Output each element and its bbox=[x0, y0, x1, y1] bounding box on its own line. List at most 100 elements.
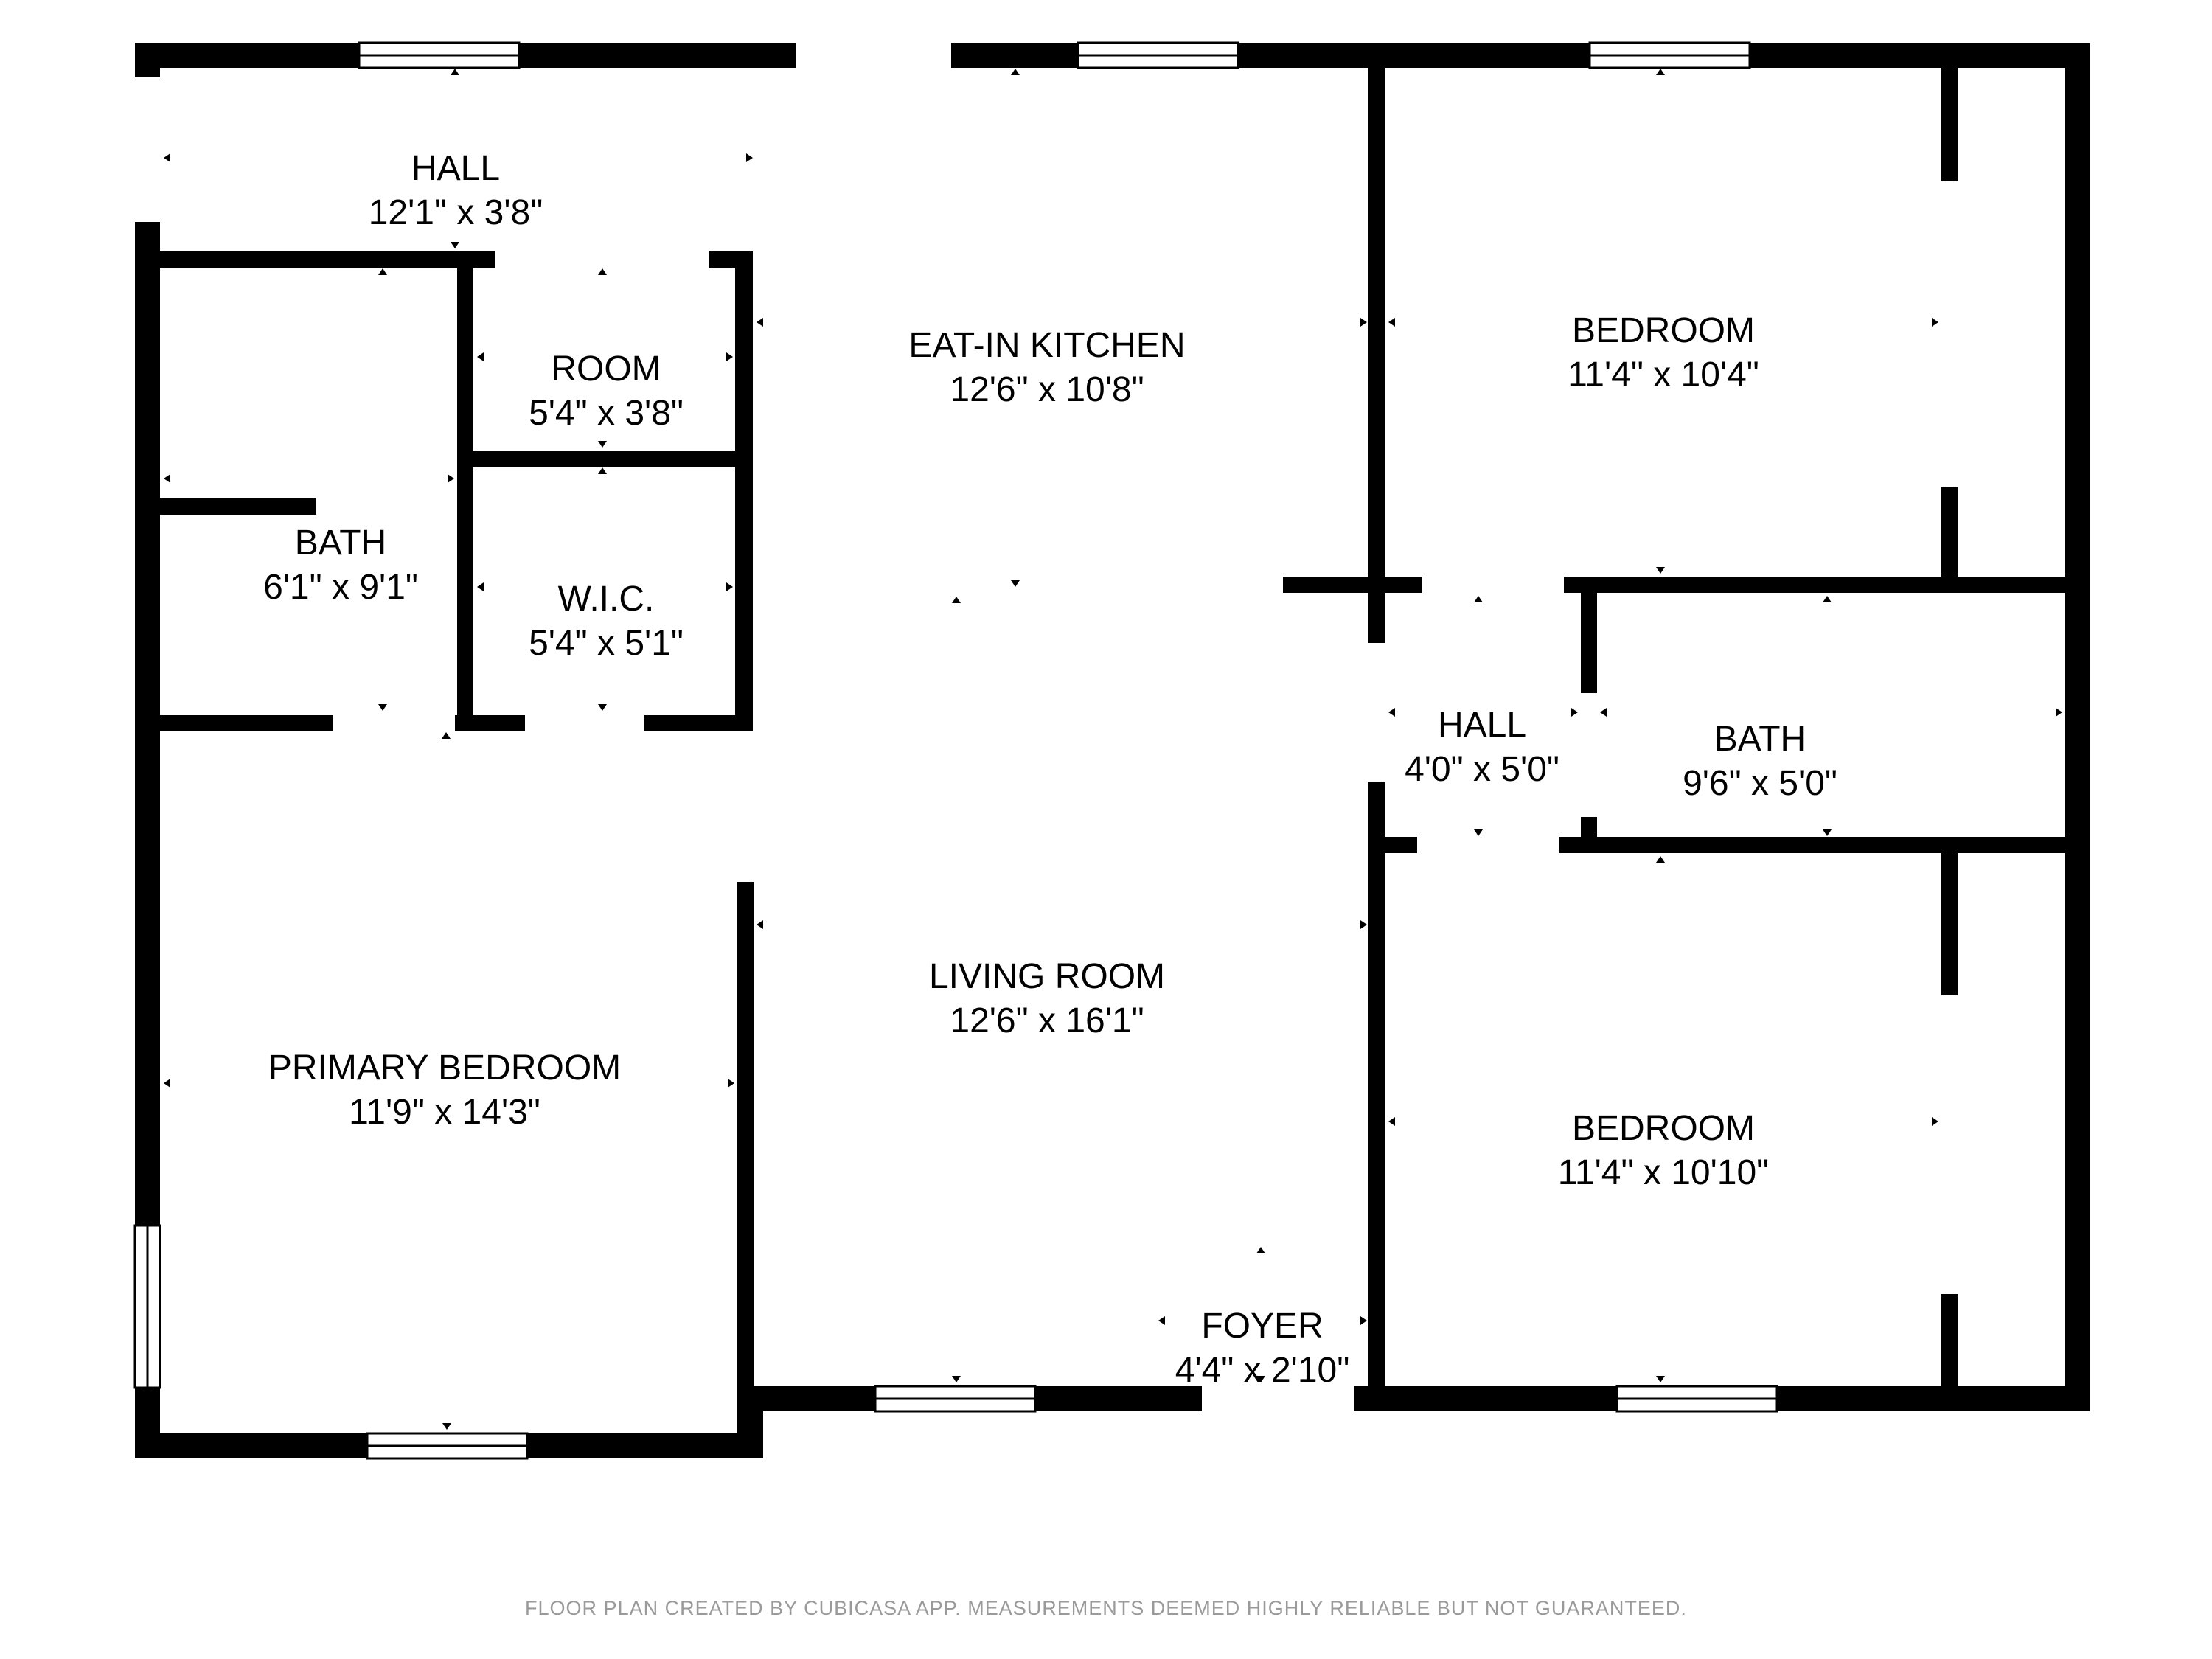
marker-left bbox=[477, 352, 484, 361]
wall-room-bottom bbox=[465, 451, 743, 467]
window-kitchen-top bbox=[1077, 41, 1239, 69]
room-dimensions: 5'4" x 3'8" bbox=[529, 394, 684, 433]
room-dimensions: 11'4" x 10'10" bbox=[1558, 1153, 1769, 1192]
room-name: BATH bbox=[295, 524, 386, 563]
room-name: EAT-IN KITCHEN bbox=[908, 326, 1185, 365]
room-name: W.I.C. bbox=[558, 580, 655, 619]
marker-down bbox=[952, 1376, 961, 1382]
marker-up bbox=[1656, 856, 1665, 863]
opening-room-door bbox=[495, 251, 709, 268]
opening-closet-bottom bbox=[1941, 995, 1958, 1294]
opening-bath-door bbox=[333, 715, 455, 731]
room-bedroom-top: BEDROOM 11'4" x 10'4" bbox=[1568, 311, 1759, 394]
wall-living-right bbox=[1368, 782, 1385, 1411]
room-room: ROOM 5'4" x 3'8" bbox=[529, 349, 684, 433]
marker-down bbox=[1011, 580, 1020, 587]
footer-disclaimer: FLOOR PLAN CREATED BY CUBICASA APP. MEAS… bbox=[525, 1597, 1687, 1619]
opening-hall-left bbox=[135, 77, 160, 222]
room-dimensions: 12'1" x 3'8" bbox=[369, 193, 543, 232]
room-foyer: FOYER 4'4" x 2'10" bbox=[1175, 1307, 1350, 1390]
window-primary-left bbox=[133, 1224, 161, 1389]
marker-left bbox=[757, 920, 763, 929]
marker-up bbox=[1823, 596, 1832, 602]
marker-right bbox=[1932, 1117, 1938, 1126]
window-bedroom-bottom bbox=[1615, 1385, 1778, 1413]
opening-hall-mid-bottom bbox=[1417, 837, 1559, 853]
marker-up bbox=[1256, 1247, 1265, 1253]
marker-up bbox=[1011, 69, 1020, 75]
wall-bedroom-top-bottom bbox=[1283, 577, 2090, 593]
marker-left bbox=[164, 153, 170, 162]
opening-foyer-door bbox=[1202, 1386, 1354, 1411]
marker-left bbox=[477, 582, 484, 591]
marker-right bbox=[2056, 708, 2062, 717]
room-labels: HALL 12'1" x 3'8" ROOM 5'4" x 3'8" BATH … bbox=[263, 149, 1837, 1390]
room-bedroom-bottom: BEDROOM 11'4" x 10'10" bbox=[1558, 1109, 1769, 1192]
opening-top-entry bbox=[796, 43, 951, 68]
marker-up bbox=[598, 268, 607, 275]
wall-kitchen-right bbox=[1368, 43, 1385, 643]
marker-left bbox=[1388, 708, 1395, 717]
marker-down bbox=[1256, 1376, 1265, 1382]
wall-bath-right bbox=[457, 251, 473, 731]
room-dimensions: 12'6" x 16'1" bbox=[950, 1001, 1144, 1040]
room-dimensions: 5'4" x 5'1" bbox=[529, 624, 684, 663]
marker-right bbox=[1571, 708, 1578, 717]
room-dimensions: 11'4" x 10'4" bbox=[1568, 355, 1759, 394]
opening-hall-mid-left bbox=[1368, 643, 1385, 782]
wall-primary-right bbox=[737, 882, 754, 1458]
marker-left bbox=[1600, 708, 1607, 717]
room-dimensions: 6'1" x 9'1" bbox=[263, 568, 418, 607]
room-name: ROOM bbox=[551, 349, 661, 389]
room-living: LIVING ROOM 12'6" x 16'1" bbox=[929, 957, 1165, 1040]
marker-left bbox=[1388, 1117, 1395, 1126]
marker-down bbox=[442, 1423, 451, 1430]
marker-down bbox=[1656, 1376, 1665, 1382]
marker-right bbox=[726, 352, 733, 361]
room-primary-bedroom: PRIMARY BEDROOM 11'9" x 14'3" bbox=[268, 1048, 621, 1132]
marker-left bbox=[1158, 1316, 1165, 1325]
marker-right bbox=[1932, 318, 1938, 327]
room-kitchen: EAT-IN KITCHEN 12'6" x 10'8" bbox=[908, 326, 1185, 409]
room-hall-top: HALL 12'1" x 3'8" bbox=[369, 149, 543, 232]
exterior-wall-right bbox=[2065, 43, 2090, 1411]
room-bath-left: BATH 6'1" x 9'1" bbox=[263, 524, 418, 607]
room-hall-mid: HALL 4'0" x 5'0" bbox=[1405, 706, 1559, 789]
exterior-wall-left bbox=[135, 43, 160, 1458]
marker-right bbox=[448, 474, 454, 483]
marker-up bbox=[442, 732, 451, 739]
window-bedroom-top bbox=[1588, 41, 1751, 69]
marker-right bbox=[1360, 920, 1367, 929]
marker-down bbox=[1474, 830, 1483, 836]
marker-left bbox=[164, 1079, 170, 1088]
room-name: HALL bbox=[1438, 706, 1526, 745]
marker-up bbox=[1474, 596, 1483, 602]
marker-down bbox=[1656, 567, 1665, 574]
room-name: FOYER bbox=[1201, 1307, 1323, 1346]
room-wic: W.I.C. 5'4" x 5'1" bbox=[529, 580, 684, 663]
marker-up bbox=[598, 467, 607, 474]
opening-hall-mid-top bbox=[1422, 577, 1564, 593]
windows bbox=[133, 41, 1778, 1460]
marker-up bbox=[1656, 69, 1665, 75]
window-hall-top bbox=[358, 41, 521, 69]
room-name: BEDROOM bbox=[1572, 311, 1755, 350]
wall-wic-right bbox=[735, 251, 753, 731]
marker-right bbox=[1360, 318, 1367, 327]
openings bbox=[135, 43, 1958, 1411]
marker-down bbox=[451, 242, 459, 248]
opening-primary-door bbox=[737, 747, 754, 882]
window-primary-bottom bbox=[366, 1432, 529, 1460]
room-name: LIVING ROOM bbox=[929, 957, 1165, 996]
marker-up bbox=[451, 69, 459, 75]
marker-down bbox=[378, 704, 387, 711]
window-living-bottom bbox=[874, 1385, 1037, 1413]
marker-up bbox=[378, 268, 387, 275]
marker-down bbox=[598, 704, 607, 711]
wall-bath-stub bbox=[160, 498, 316, 515]
marker-right bbox=[746, 153, 753, 162]
room-name: BEDROOM bbox=[1572, 1109, 1755, 1148]
dimension-markers bbox=[164, 69, 2062, 1430]
marker-left bbox=[1388, 318, 1395, 327]
